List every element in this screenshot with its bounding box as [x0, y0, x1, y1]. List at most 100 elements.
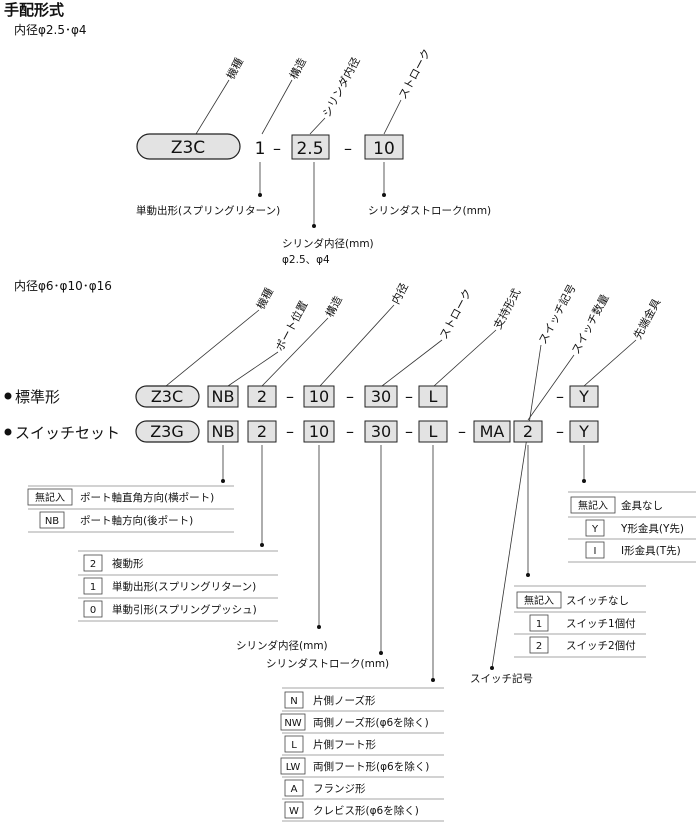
label-tip-s2: 先端金具	[630, 296, 663, 341]
structure-opt-code-1: 1	[90, 582, 96, 593]
structure-code-r1: 2	[257, 387, 267, 406]
label-stroke-s2: ストローク	[437, 287, 474, 342]
stroke-code-s1: 10	[373, 139, 395, 159]
bore-code-r1: 10	[309, 387, 329, 406]
stroke-code-r2: 30	[371, 422, 391, 441]
label-qty-s2: スイッチ数量	[569, 292, 611, 356]
stroke-box-r1	[364, 385, 398, 408]
dash-r1d: –	[556, 387, 564, 406]
dash-r2d: –	[458, 422, 466, 441]
dash-r1c: –	[405, 387, 413, 406]
structure-opt-text-2: 単動引形(スプリングプッシュ)	[112, 603, 257, 616]
bore-code-r2: 10	[309, 422, 329, 441]
model-pill-s1	[136, 133, 241, 160]
qty-box-r2	[513, 420, 543, 443]
mount-options: N 片側ノーズ形 NW 両側ノーズ形(φ6を除く) L 片側フート形 LW 両側…	[280, 691, 444, 822]
mount-opt-code-1: NW	[284, 718, 301, 729]
qty-opt-code-0: 無記入	[524, 594, 554, 607]
page-title: 手配形式	[4, 1, 64, 19]
stroke-box-r2	[364, 420, 398, 443]
label-structure-s1: 構造	[286, 55, 309, 81]
mount-opt-text-1: 両側ノーズ形(φ6を除く)	[313, 716, 429, 729]
stroke-code-r1: 30	[371, 387, 391, 406]
stroke-box-s1	[364, 134, 404, 160]
dash-s1b: –	[344, 139, 352, 158]
switch-code-r2: MA	[480, 422, 505, 441]
tip-box-r2	[569, 420, 599, 443]
tip-opt-text-1: Y形金具(Y先)	[620, 522, 684, 535]
mount-opt-code-0: N	[290, 696, 297, 707]
structure-box-r2	[247, 420, 277, 443]
port-opt-text-1: ポート軸方向(後ポート)	[80, 514, 193, 527]
label-model-s2: 機種	[253, 285, 276, 311]
mount-opt-text-4: フランジ形	[313, 783, 366, 795]
mount-opt-text-5: クレビス形(φ6を除く)	[313, 804, 419, 817]
structure-code-r2: 2	[257, 422, 267, 441]
model-code-s1: Z3C	[171, 138, 205, 158]
label-mount-s2: 支持形式	[490, 286, 523, 331]
structure-note-s1: 単動出形(スプリングリターン)	[136, 204, 280, 217]
port-opt-text-0: ポート軸直角方向(横ポート)	[80, 491, 214, 504]
structure-opt-text-1: 単動出形(スプリングリターン)	[112, 580, 256, 593]
mount-opt-text-2: 片側フート形	[313, 738, 376, 751]
qty-opt-code-2: 2	[536, 641, 542, 652]
bore-note-s2: シリンダ内径(mm)	[236, 639, 328, 652]
tip-box-r1	[569, 385, 599, 408]
port-opt-code-1: NB	[45, 516, 59, 527]
label-model-s1: 機種	[223, 55, 246, 81]
mount-code-r2: L	[429, 422, 438, 441]
label-structure-s2: 構造	[322, 293, 345, 319]
port-code-r2: NB	[212, 422, 235, 441]
row-label-standard: 標準形	[15, 388, 60, 406]
model-code-r1: Z3C	[151, 387, 183, 406]
port-code-r1: NB	[212, 387, 235, 406]
mount-opt-code-4: A	[291, 784, 298, 795]
mount-opt-text-0: 片側ノーズ形	[313, 694, 376, 707]
structure-box-r1	[247, 385, 277, 408]
mount-opt-text-3: 両側フート形(φ6を除く)	[313, 760, 429, 773]
tip-opt-code-0: 無記入	[578, 499, 608, 512]
port-opt-code-0: 無記入	[35, 491, 65, 504]
stroke-note-s1: シリンダストローク(mm)	[368, 204, 491, 217]
tip-code-r1: Y	[578, 387, 589, 406]
bore-box-s1	[291, 134, 330, 160]
bore-code-s1: 2.5	[296, 139, 323, 159]
structure-opt-text-0: 複動形	[112, 557, 144, 570]
label-bore-s2: 内径	[388, 280, 411, 306]
model-code-r2: Z3G	[150, 422, 184, 441]
model-pill-r2	[135, 420, 200, 443]
stroke-note-s2: シリンダストローク(mm)	[266, 657, 389, 670]
label-switch-s2: スイッチ記号	[535, 282, 578, 347]
dash-r1b: –	[346, 387, 354, 406]
tip-opt-code-2: I	[594, 546, 597, 557]
dash-r2a: –	[286, 422, 294, 441]
qty-opt-text-1: スイッチ1個付	[566, 617, 636, 630]
port-box-r1	[207, 385, 239, 408]
qty-opt-text-2: スイッチ2個付	[566, 639, 636, 652]
bore-box-r2	[303, 420, 335, 443]
switch-note-s2: スイッチ記号	[470, 672, 533, 685]
tip-opt-code-1: Y	[591, 524, 599, 535]
mount-opt-code-5: W	[289, 806, 299, 817]
mount-opt-code-3: LW	[286, 762, 301, 773]
bore-note2-s1: φ2.5、φ4	[282, 254, 330, 266]
section2-subtitle: 内径φ6･φ10･φ16	[14, 279, 112, 293]
structure-code-s1: 1	[255, 139, 266, 159]
dash-r2b: –	[346, 422, 354, 441]
row-label-switchset: スイッチセット	[15, 424, 120, 442]
dash-r2e: –	[556, 422, 564, 441]
label-bore-s1: シリンダ内径	[319, 55, 362, 120]
structure-opt-code-2: 0	[90, 605, 96, 616]
tip-code-r2: Y	[578, 422, 589, 441]
section1-subtitle: 内径φ2.5･φ4	[14, 23, 87, 37]
dash-r1a: –	[286, 387, 294, 406]
mount-opt-code-2: L	[291, 740, 297, 751]
dash-s1a: –	[273, 139, 281, 158]
label-stroke-s1: ストローク	[396, 47, 433, 102]
mount-box-r2	[418, 420, 448, 443]
dash-r2c: –	[405, 422, 413, 441]
qty-opt-code-1: 1	[536, 619, 542, 630]
qty-opt-text-0: スイッチなし	[566, 595, 629, 607]
mount-code-r1: L	[429, 387, 438, 406]
